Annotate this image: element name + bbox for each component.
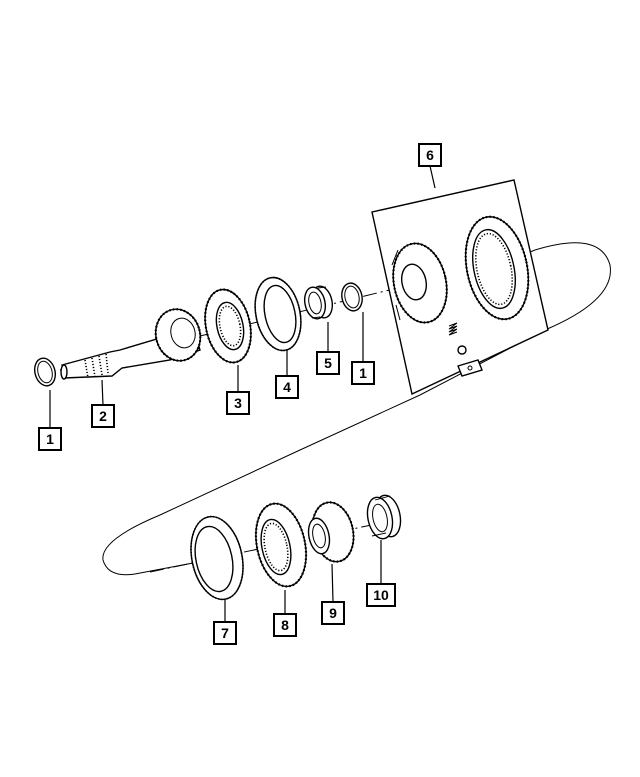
callout-6: 6 <box>418 143 442 167</box>
callout-1-left: 1 <box>38 427 62 451</box>
synchronizer-ring-8 <box>254 502 308 588</box>
callout-5: 5 <box>316 351 340 375</box>
svg-text:5: 5 <box>324 355 332 371</box>
svg-text:1: 1 <box>359 365 367 381</box>
callout-9: 9 <box>321 601 345 625</box>
callout-4: 4 <box>275 375 299 399</box>
callout-10: 10 <box>366 583 396 607</box>
synchronizer-ring-3 <box>204 288 252 364</box>
callout-3: 3 <box>226 391 250 415</box>
svg-text:7: 7 <box>221 625 229 641</box>
synchronizer-assembly-box <box>371 179 549 396</box>
snap-ring-right <box>341 282 363 312</box>
svg-text:9: 9 <box>329 605 337 621</box>
svg-text:1: 1 <box>46 431 54 447</box>
svg-text:4: 4 <box>283 379 291 395</box>
leader-lines <box>49 165 436 622</box>
callout-8: 8 <box>273 613 297 637</box>
svg-text:8: 8 <box>281 617 289 633</box>
snap-ring-left <box>33 357 57 387</box>
needle-bearing-10 <box>366 494 402 540</box>
callout-7: 7 <box>213 621 237 645</box>
ring-4 <box>254 276 302 352</box>
gear-9 <box>307 501 355 563</box>
needle-bearing-5 <box>303 285 334 320</box>
callout-2: 2 <box>91 404 115 428</box>
svg-text:10: 10 <box>373 587 389 603</box>
input-shaft <box>60 308 202 380</box>
svg-text:2: 2 <box>99 408 107 424</box>
svg-text:3: 3 <box>234 395 242 411</box>
svg-text:6: 6 <box>426 147 434 163</box>
callout-1-right: 1 <box>351 361 375 385</box>
ring-7 <box>190 515 244 601</box>
